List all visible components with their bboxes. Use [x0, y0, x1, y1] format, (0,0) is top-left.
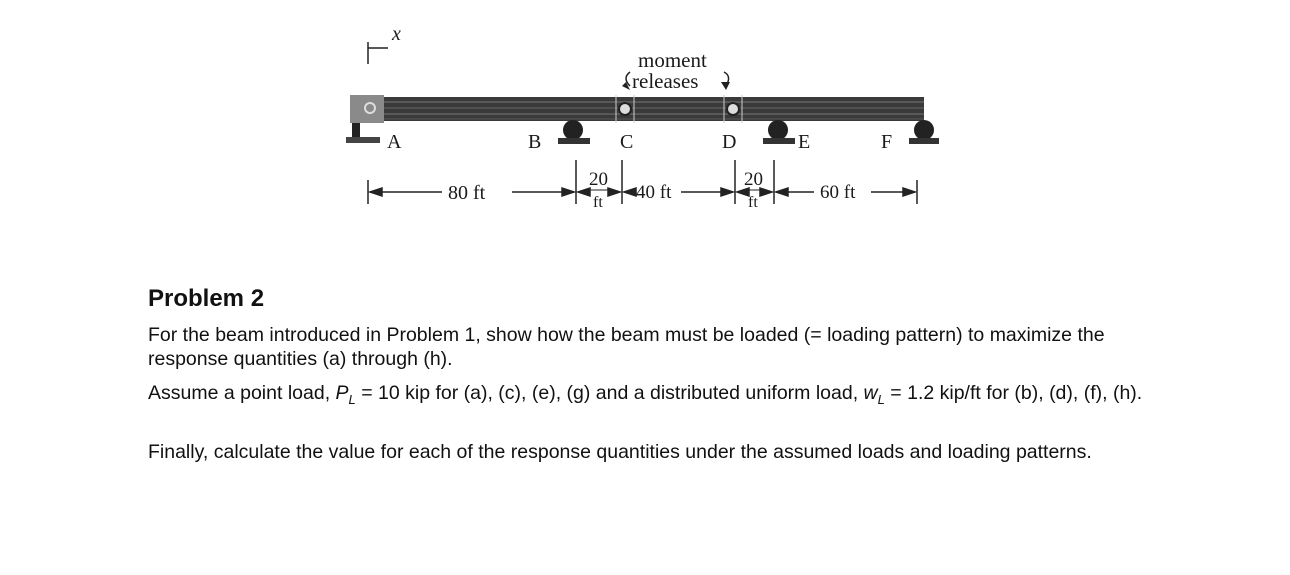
problem-paragraph-2: Assume a point load, PL = 10 kip for (a)…: [148, 382, 1143, 407]
x-axis-indicator: x: [367, 23, 401, 64]
problem-paragraph-3: Finally, calculate the value for each of…: [148, 440, 1092, 463]
roller-support-e: [763, 120, 795, 144]
x-axis-label: x: [391, 23, 401, 45]
node-label-b: B: [528, 131, 541, 153]
dimension-line: [367, 160, 918, 204]
roller-support-f: [909, 120, 939, 144]
dimension-label-ef: 60 ft: [820, 182, 856, 203]
load-symbol-p: PL: [335, 382, 356, 407]
problem-title: Problem 2: [148, 285, 265, 312]
dimension-label-de-num: 20: [744, 169, 763, 190]
svg-text:releases: releases: [632, 69, 698, 93]
svg-text:moment: moment: [638, 48, 707, 72]
load-symbol-w: wL: [863, 382, 885, 407]
beam-figure: x moment releases: [346, 23, 939, 211]
fixed-support-a: [346, 95, 384, 143]
node-label-c: C: [620, 131, 633, 153]
moment-releases-label: moment releases: [622, 48, 730, 93]
moment-release-c: [615, 95, 635, 123]
dimension-label-bc-unit: ft: [593, 194, 603, 211]
dimension-label-bc-num: 20: [589, 169, 608, 190]
dimension-label-ab: 80 ft: [448, 182, 486, 204]
node-label-d: D: [722, 131, 736, 153]
beam: [352, 97, 924, 121]
roller-support-b: [558, 120, 590, 144]
dimension-label-cd: 40 ft: [636, 182, 672, 203]
dimension-label-de-unit: ft: [748, 194, 758, 211]
moment-release-d: [723, 95, 743, 123]
node-label-e: E: [798, 131, 810, 153]
problem-paragraph-1: For the beam introduced in Problem 1, sh…: [148, 324, 1105, 370]
node-label-a: A: [387, 131, 402, 153]
problem-text: Problem 2 For the beam introduced in Pro…: [148, 285, 1148, 474]
node-label-f: F: [881, 131, 892, 153]
